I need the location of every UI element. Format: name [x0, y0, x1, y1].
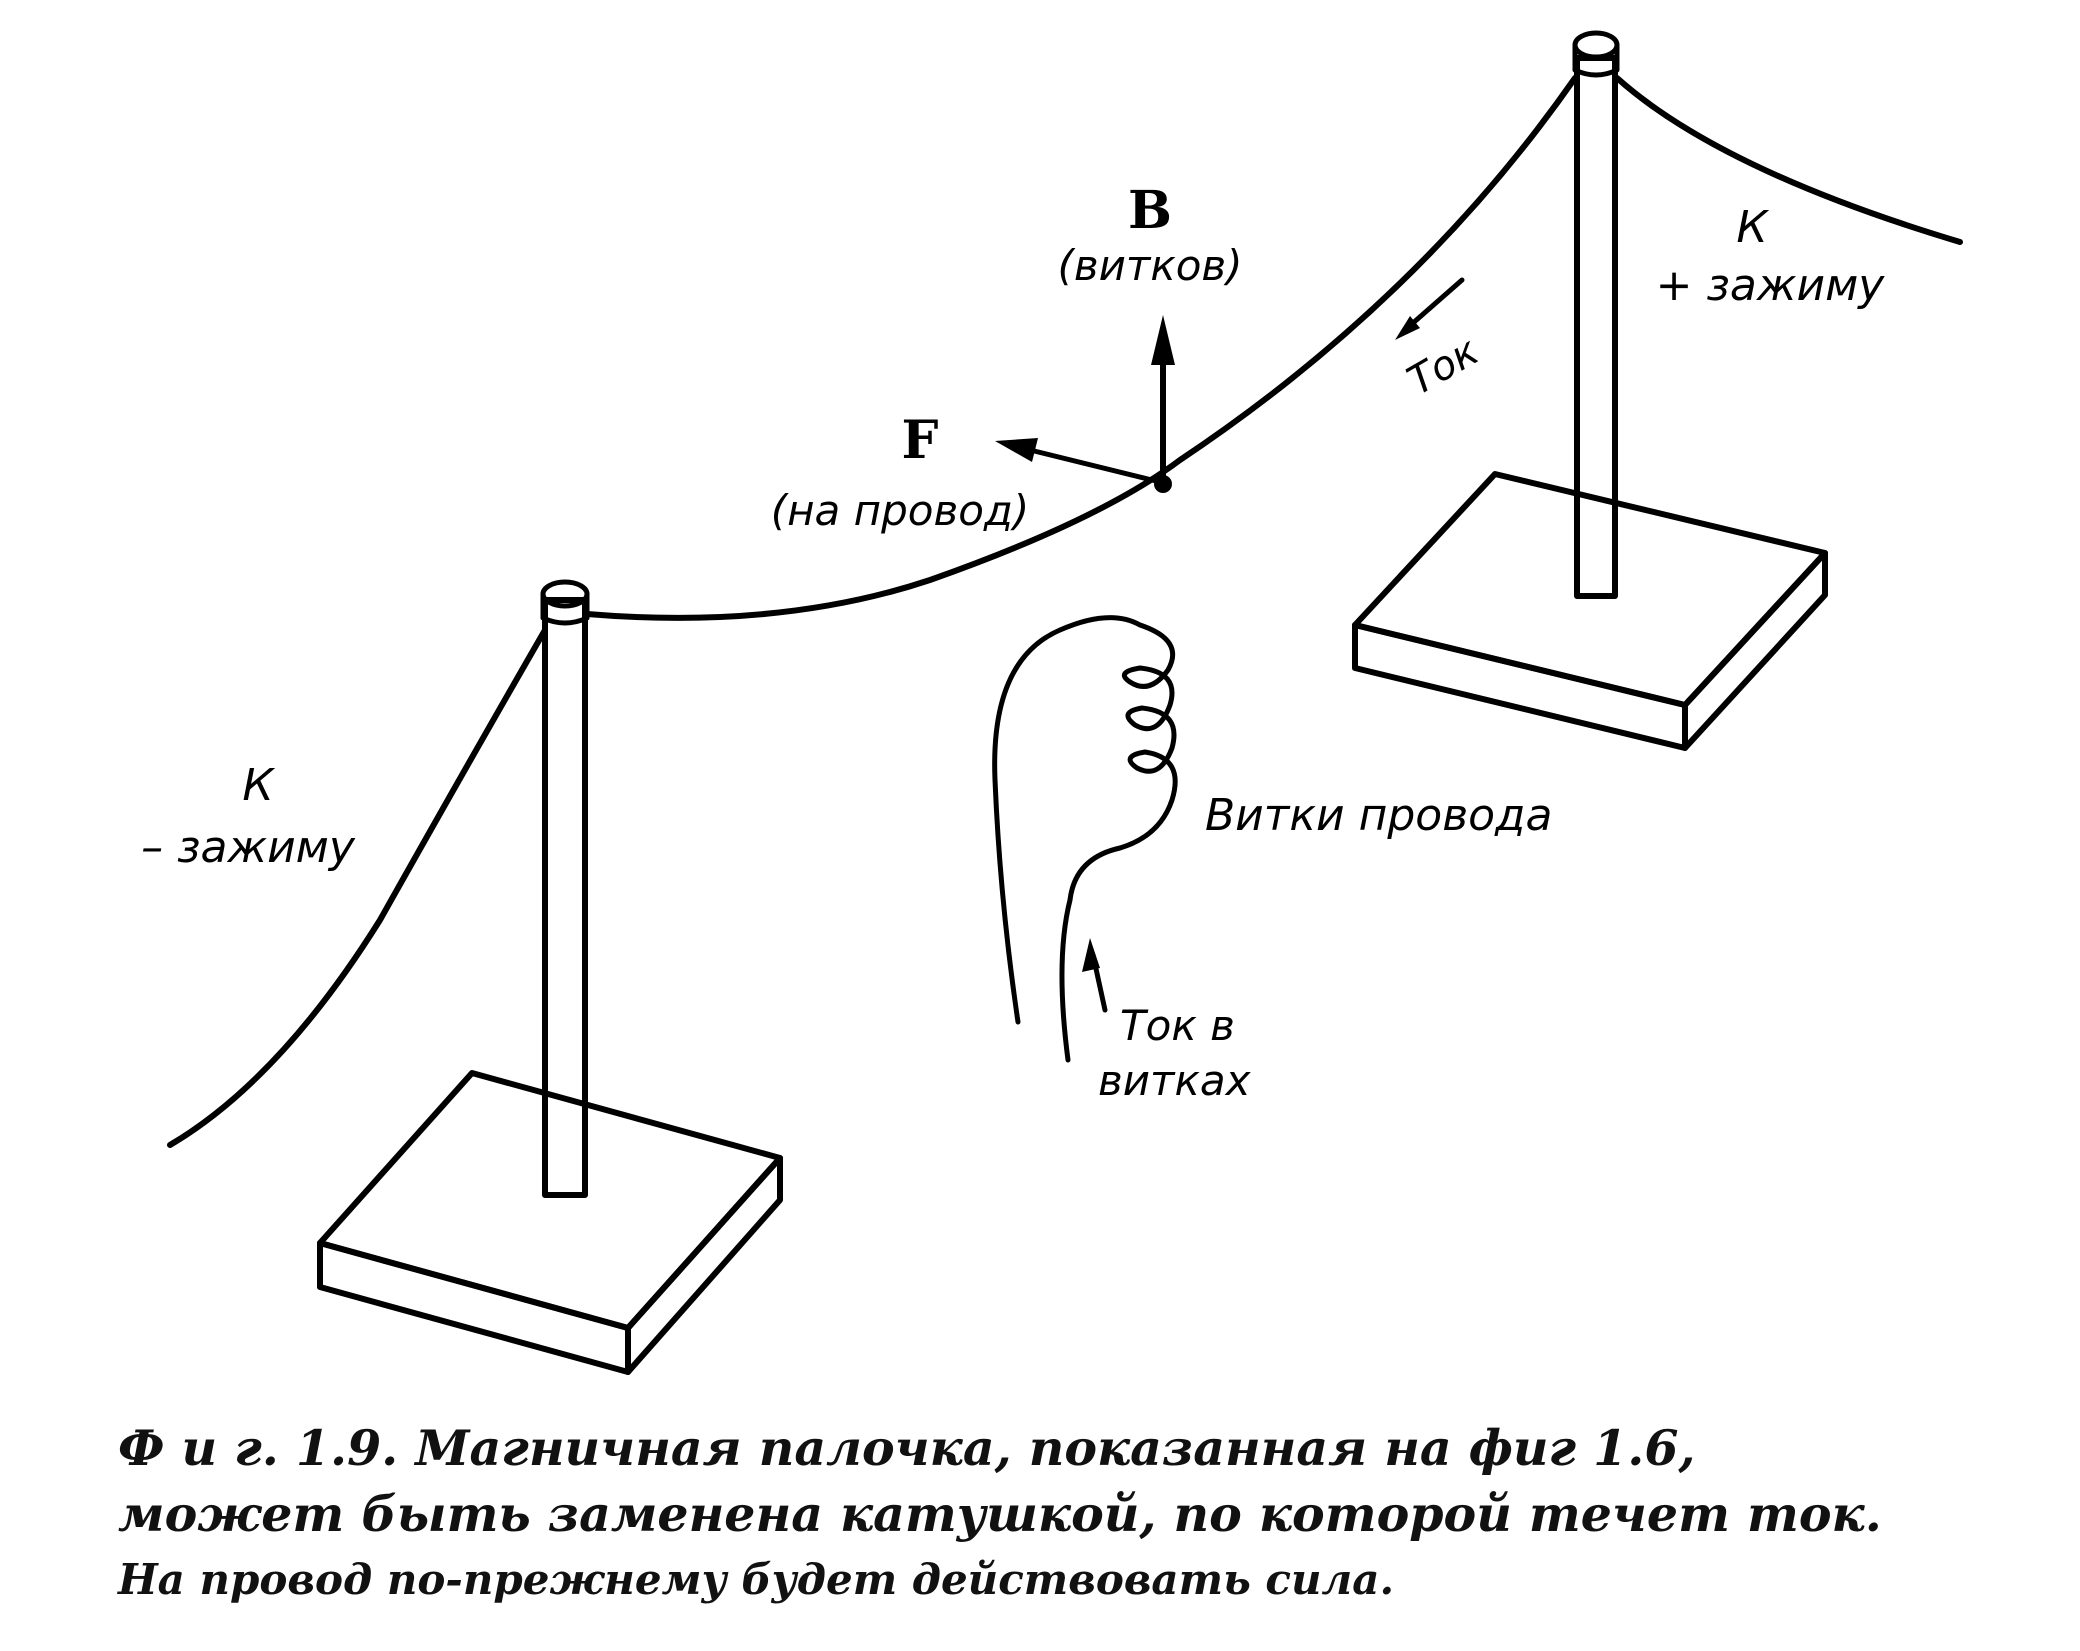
f-vector-arrowhead: [995, 438, 1038, 462]
left-stand-base-side: [317, 1240, 631, 1375]
b-vector-label: B: [1128, 180, 1172, 241]
wire-main: [584, 75, 1578, 621]
caption-line-1: Ф и г. 1.9. Магничная палочка, показанна…: [118, 1419, 1696, 1477]
right-stand: [1352, 30, 1828, 751]
right-stand-base-side: [1352, 622, 1688, 751]
coil-outer-lead: [992, 615, 1143, 1025]
left-stand: [317, 579, 783, 1375]
plus-terminal-k: К: [1736, 202, 1769, 253]
right-stand-pole-top: [1572, 30, 1620, 60]
f-vector-label: F: [902, 410, 939, 471]
wire-to-plus-terminal: [1614, 75, 1963, 245]
b-vector-subtitle: (витков): [1057, 241, 1242, 290]
coil-current-label-line1: Ток в: [1120, 1001, 1235, 1050]
b-vector-arrowhead: [1151, 315, 1175, 365]
left-stand-pole: [542, 597, 588, 1198]
minus-terminal-label: – зажиму: [141, 822, 356, 873]
figure-caption: Ф и г. 1.9. Магничная палочка, показанна…: [118, 1415, 2038, 1613]
coil: [992, 615, 1178, 1063]
caption-line-2: может быть заменена катушкой, по которой…: [118, 1485, 1882, 1543]
current-label: Ток: [1400, 328, 1486, 404]
f-vector-arrow: [1015, 444, 1163, 485]
minus-terminal-k: К: [242, 760, 275, 811]
coil-label: Витки провода: [1205, 790, 1552, 841]
caption-line-3: На провод по-прежнему будет действовать …: [118, 1555, 1395, 1604]
plus-terminal-label: + зажиму: [1656, 260, 1886, 311]
f-vector-subtitle: (на провод): [771, 486, 1030, 535]
coil-current-label-line2: витках: [1098, 1056, 1252, 1105]
left-stand-base-top: [317, 1070, 783, 1331]
coil-inner-lead: [1059, 897, 1073, 1063]
current-arrowhead: [1395, 316, 1420, 340]
left-stand-base-right: [625, 1155, 783, 1375]
coil-current-arrowhead: [1082, 938, 1100, 972]
right-stand-base-right: [1682, 550, 1828, 751]
wire-to-minus-terminal: [167, 627, 548, 1148]
coil-turns: [1067, 622, 1178, 903]
right-stand-pole: [1574, 55, 1618, 599]
right-stand-pole-cap: [1572, 42, 1620, 78]
left-stand-pole-cap: [540, 591, 590, 626]
